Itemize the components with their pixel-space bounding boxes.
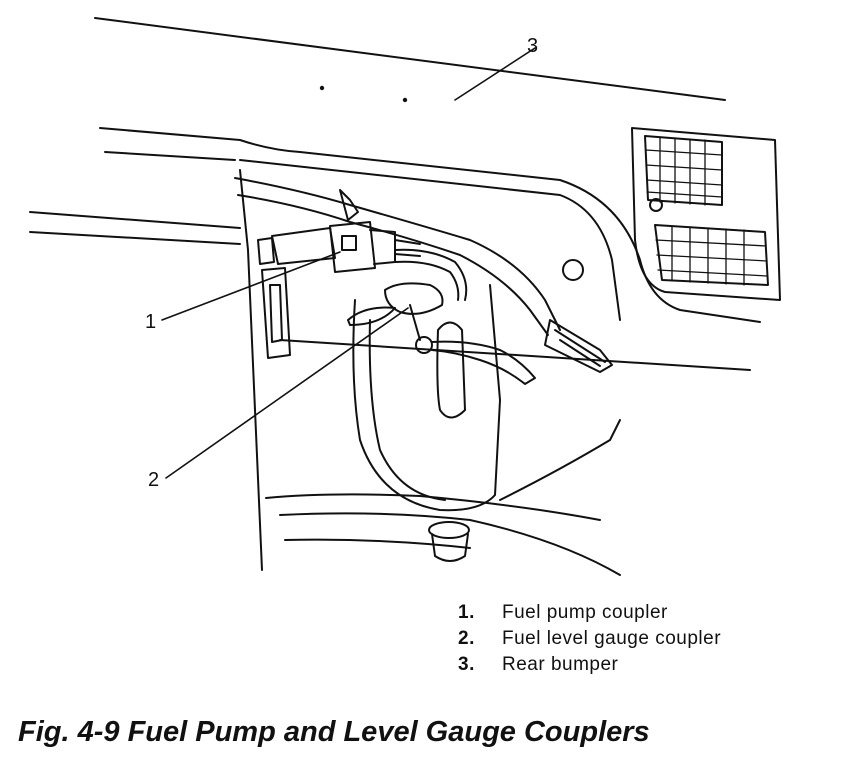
wiring-harness — [234, 177, 613, 373]
legend-item: 1. Fuel pump coupler — [458, 600, 848, 626]
legend-text: Fuel level gauge coupler — [502, 628, 722, 649]
reflector-grille — [631, 127, 781, 301]
legend-number: 3. — [458, 654, 475, 675]
legend-text: Fuel pump coupler — [502, 602, 668, 623]
legend-item: 2. Fuel level gauge coupler — [458, 626, 848, 652]
callout-3: 3 — [527, 35, 538, 57]
legend-number: 1. — [458, 602, 475, 623]
fuel-tank — [352, 284, 501, 512]
rear-bumper — [94, 17, 761, 323]
legend-number: 2. — [458, 628, 475, 649]
grommet — [428, 521, 470, 562]
legend-text: Rear bumper — [502, 654, 619, 675]
fuel-pump-coupler — [257, 221, 421, 273]
bracket — [261, 267, 291, 359]
figure-caption: Fig. 4-9 Fuel Pump and Level Gauge Coupl… — [18, 716, 650, 748]
callout-2: 2 — [148, 469, 159, 491]
parts-legend: 1. Fuel pump coupler 2. Fuel level gauge c… — [458, 600, 848, 678]
callout-1: 1 — [145, 311, 156, 333]
fuel-coupler-illustration: 3 1 2 — [29, 17, 781, 576]
fuel-level-gauge-coupler — [347, 282, 536, 385]
leader-lines — [161, 47, 536, 479]
legend-item: 3. Rear bumper — [458, 652, 848, 678]
